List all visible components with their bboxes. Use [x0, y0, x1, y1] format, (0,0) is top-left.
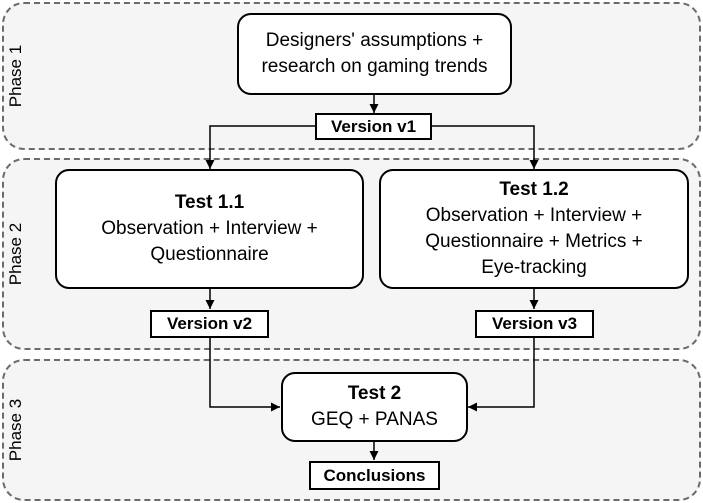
- test-1-2-line-3: Eye-tracking: [481, 257, 587, 278]
- version-v1-label: Version v1: [330, 116, 417, 136]
- start-box-line-2: research on gaming trends: [261, 56, 488, 77]
- test-2-title: Test 2: [347, 383, 402, 404]
- start-box-line-1: Designers' assumptions +: [265, 30, 484, 51]
- version-v2-label: Version v2: [166, 314, 253, 333]
- test-1-2-line-1: Observation + Interview +: [425, 205, 643, 226]
- test-1-1-line-1: Observation + Interview +: [101, 218, 318, 239]
- arrow-v2-to-test-2: [209, 338, 280, 412]
- test-1-1-title: Test 1.1: [174, 192, 245, 213]
- test-1-2-line-2: Questionnaire + Metrics +: [425, 231, 643, 252]
- test-1-2-title: Test 1.2: [499, 179, 569, 200]
- test-1-1-box: Test 1.1 Observation + Interview + Quest…: [55, 169, 364, 289]
- test-2-line-1: GEQ + PANAS: [311, 409, 438, 430]
- test-2-box: Test 2 GEQ + PANAS: [281, 372, 468, 442]
- conclusions-tag: Conclusions: [309, 461, 440, 490]
- start-box: Designers' assumptions + research on gam…: [237, 13, 512, 95]
- version-v1-tag: Version v1: [315, 113, 432, 140]
- version-v2-tag: Version v2: [150, 310, 269, 338]
- arrow-v1-to-test-1-1: [205, 125, 315, 169]
- conclusions-label: Conclusions: [323, 465, 426, 485]
- arrow-v1-to-test-1-2: [432, 125, 539, 169]
- test-1-2-box: Test 1.2 Observation + Interview + Quest…: [379, 169, 689, 289]
- test-1-1-line-2: Questionnaire: [150, 244, 269, 265]
- version-v3-tag: Version v3: [475, 310, 594, 338]
- arrow-v3-to-test-2: [468, 338, 535, 412]
- version-v3-label: Version v3: [491, 314, 578, 333]
